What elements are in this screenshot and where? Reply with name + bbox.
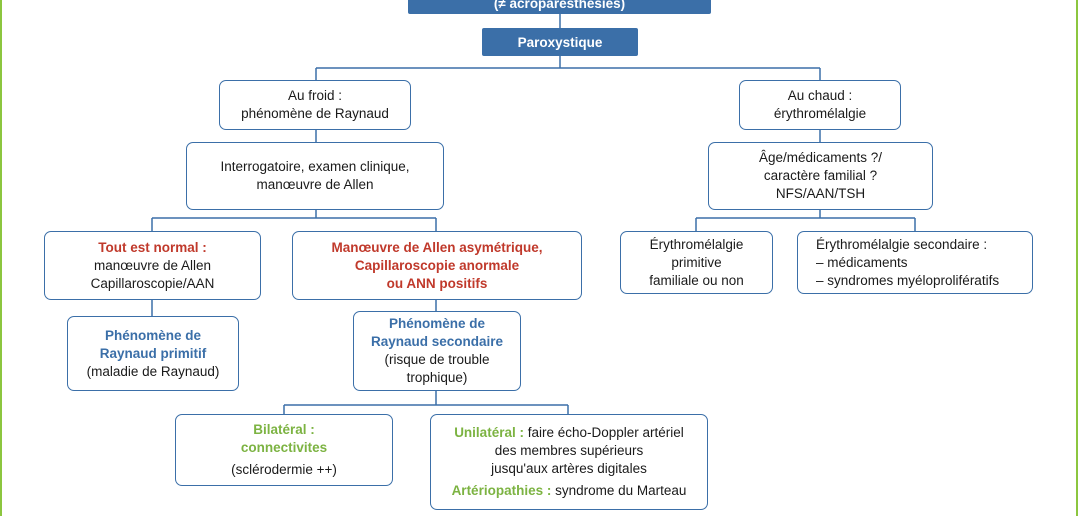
- unilateral-label: Unilatéral :: [454, 425, 524, 440]
- chaud-line-2: érythromélalgie: [773, 106, 867, 121]
- interrogatoire-line-1: Interrogatoire, examen clinique,: [220, 159, 410, 174]
- chaud-box: Au chaud : érythromélalgie: [739, 80, 901, 130]
- bilateral-line-2: connectivites: [240, 440, 328, 455]
- unilateral-line-1: Unilatéral : faire écho-Doppler artériel: [454, 424, 684, 442]
- unilateral-line-3: jusqu'aux artères digitales: [491, 461, 647, 476]
- paroxystique-box: Paroxystique: [482, 28, 638, 56]
- age-line-1: Âge/médicaments ?/: [758, 150, 883, 165]
- froid-line-2: phénomène de Raynaud: [241, 106, 389, 121]
- ery-prim-line-1: Érythromélalgie: [649, 236, 744, 252]
- interrogatoire-box: Interrogatoire, examen clinique, manœuvr…: [186, 142, 444, 210]
- bilateral-line-3: (sclérodermie ++): [231, 462, 337, 477]
- bilateral-box: Bilatéral : connectivites (sclérodermie …: [175, 414, 393, 486]
- raynaud-sec-line-2: Raynaud secondaire: [370, 334, 504, 349]
- froid-box: Au froid : phénomène de Raynaud: [219, 80, 411, 130]
- arteriopathies-label: Artériopathies :: [451, 483, 552, 498]
- ery-prim-line-3: familiale ou non: [649, 272, 744, 288]
- unilateral-box: Unilatéral : faire écho-Doppler artériel…: [430, 414, 708, 510]
- normal-line-2: manœuvre de Allen: [93, 257, 212, 273]
- ery-prim-box: Érythromélalgie primitive familiale ou n…: [620, 231, 773, 294]
- normal-box: Tout est normal : manœuvre de Allen Capi…: [44, 231, 261, 300]
- raynaud-prim-line-3: (maladie de Raynaud): [86, 363, 220, 379]
- ery-sec-line-1: Érythromélalgie secondaire :: [816, 236, 988, 252]
- raynaud-prim-line-2: Raynaud primitif: [99, 345, 207, 361]
- allen-box: Manœuvre de Allen asymétrique, Capillaro…: [292, 231, 582, 300]
- raynaud-sec-line-3: (risque de trouble: [384, 352, 490, 367]
- allen-line-1: Manœuvre de Allen asymétrique,: [331, 239, 543, 255]
- normal-title: Tout est normal :: [98, 239, 207, 255]
- chaud-line-1: Au chaud :: [787, 88, 853, 103]
- ery-sec-line-2: – médicaments: [816, 254, 908, 270]
- raynaud-sec-line-4: trophique): [406, 370, 468, 385]
- raynaud-sec-box: Phénomène de Raynaud secondaire (risque …: [353, 311, 521, 391]
- top-header-box: (≠ acroparesthésies): [408, 0, 711, 14]
- raynaud-sec-line-1: Phénomène de: [388, 316, 486, 331]
- froid-line-1: Au froid :: [287, 88, 343, 103]
- normal-line-3: Capillaroscopie/AAN: [90, 275, 215, 291]
- age-line-2: caractère familial ?: [763, 168, 878, 183]
- unilateral-line-1-rest: faire écho-Doppler artériel: [523, 425, 684, 440]
- raynaud-prim-box: Phénomène de Raynaud primitif (maladie d…: [67, 316, 239, 391]
- allen-line-2: Capillaroscopie anormale: [354, 257, 520, 273]
- ery-sec-line-3: – syndromes myéloprolifératifs: [816, 272, 1000, 288]
- bilateral-line-1: Bilatéral :: [253, 422, 315, 437]
- unilateral-line-2: des membres supérieurs: [494, 443, 644, 458]
- age-line-3: NFS/AAN/TSH: [775, 186, 866, 201]
- paroxystique-text: Paroxystique: [517, 34, 603, 50]
- raynaud-prim-line-1: Phénomène de: [104, 327, 202, 343]
- unilateral-line-4: Artériopathies : syndrome du Marteau: [452, 482, 687, 500]
- ery-prim-line-2: primitive: [671, 254, 722, 270]
- interrogatoire-line-2: manœuvre de Allen: [256, 177, 374, 192]
- age-box: Âge/médicaments ?/ caractère familial ? …: [708, 142, 933, 210]
- allen-line-3: ou ANN positifs: [386, 275, 488, 291]
- ery-sec-box: Érythromélalgie secondaire : – médicamen…: [797, 231, 1033, 294]
- unilateral-line-4-rest: syndrome du Marteau: [551, 483, 687, 498]
- top-header-text: (≠ acroparesthésies): [493, 0, 626, 11]
